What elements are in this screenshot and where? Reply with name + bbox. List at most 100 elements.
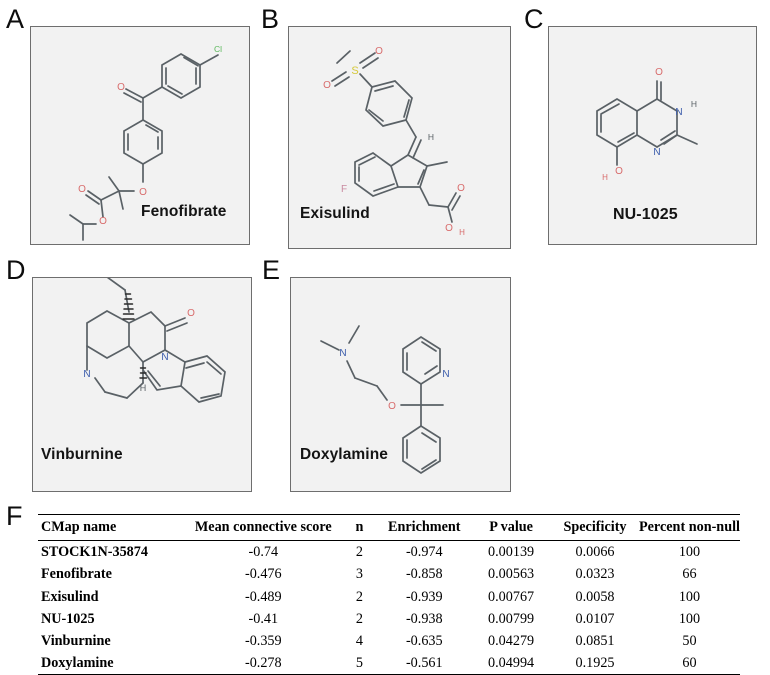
oxygen-atom-label: O <box>615 166 623 177</box>
table-header: CMap name Mean connective score n Enrich… <box>38 514 740 541</box>
cell-percent-non-null: 100 <box>678 588 701 605</box>
cell-cmap-name: NU-1025 <box>41 610 95 627</box>
structure-panel-doxylamine: N O N <box>290 277 511 492</box>
oxygen-atom-label: O <box>445 223 453 234</box>
nitrogen-atom-label: N <box>675 107 682 118</box>
oxygen-atom-label: O <box>457 183 465 194</box>
compound-name-fenofibrate: Fenofibrate <box>141 203 227 220</box>
cell-mean-connective-score: -0.489 <box>244 588 282 605</box>
hydrogen-atom-label: H <box>691 99 697 109</box>
compound-name-nu1025: NU-1025 <box>613 206 678 223</box>
hydrogen-atom-label: H <box>140 383 147 393</box>
nitrogen-atom-label: N <box>442 369 449 380</box>
cell-n: 3 <box>355 566 363 583</box>
structure-panel-nu1025: O N H N O H <box>548 26 757 245</box>
cell-n: 2 <box>355 588 363 605</box>
cell-mean-connective-score: -0.359 <box>244 633 282 650</box>
cell-specificity: 0.0323 <box>575 566 615 583</box>
column-header-n: n <box>355 519 364 535</box>
panel-label-b: B <box>261 4 280 34</box>
cell-enrichment: -0.974 <box>405 544 443 561</box>
table-row: Fenofibrate -0.476 3 -0.858 0.00563 0.03… <box>38 563 740 585</box>
panel-label-a: A <box>6 4 25 34</box>
cell-specificity: 0.0066 <box>575 544 615 561</box>
cell-cmap-name: Fenofibrate <box>41 566 112 583</box>
column-header-p-value: P value <box>489 519 533 535</box>
structure-panel-exisulind: S O O H F O O H <box>288 26 511 249</box>
oxygen-atom-label: O <box>117 82 125 93</box>
cell-p-value: 0.00139 <box>488 544 535 561</box>
cell-p-value: 0.04279 <box>488 633 535 650</box>
column-header-enrichment: Enrichment <box>388 519 461 535</box>
cell-specificity: 0.0851 <box>575 633 615 650</box>
cmap-results-table: CMap name Mean connective score n Enrich… <box>38 514 740 675</box>
cell-percent-non-null: 100 <box>678 544 701 561</box>
oxygen-atom-label: O <box>78 184 86 195</box>
vinburnine-structure-drawing: N N O H <box>83 278 226 403</box>
cell-cmap-name: Exisulind <box>41 588 99 605</box>
panel-label-f: F <box>6 501 23 531</box>
table-body: STOCK1N-35874 -0.74 2 -0.974 0.00139 0.0… <box>38 540 740 675</box>
table-header-row: CMap name Mean connective score n Enrich… <box>38 514 740 541</box>
cell-enrichment: -0.561 <box>405 655 443 672</box>
oxygen-atom-label: O <box>139 187 147 198</box>
fluorine-atom-label: F <box>341 184 347 195</box>
oxygen-atom-label: O <box>187 308 195 319</box>
cell-mean-connective-score: -0.278 <box>244 655 282 672</box>
compound-name-exisulind: Exisulind <box>300 205 370 222</box>
cell-cmap-name: Vinburnine <box>41 633 111 650</box>
cell-n: 2 <box>355 544 363 561</box>
nu1025-structure-drawing: O N H N O H <box>596 67 698 182</box>
hydrogen-atom-label: H <box>602 173 608 182</box>
cell-p-value: 0.00799 <box>488 610 535 627</box>
hydrogen-atom-label: H <box>459 228 465 237</box>
column-header-mean-connective-score: Mean connective score <box>194 519 332 535</box>
cell-specificity: 0.0058 <box>575 588 615 605</box>
cell-specificity: 0.0107 <box>575 610 615 627</box>
oxygen-atom-label: O <box>323 80 331 91</box>
hydrogen-atom-label: H <box>428 132 434 142</box>
sulfur-atom-label: S <box>351 65 358 77</box>
cell-percent-non-null: 100 <box>678 610 701 627</box>
structure-panel-vinburnine: N N O H <box>32 277 252 492</box>
structure-panel-fenofibrate: Cl O O O O <box>30 26 250 245</box>
table-row: Doxylamine -0.278 5 -0.561 0.04994 0.192… <box>38 652 740 675</box>
cell-percent-non-null: 66 <box>682 566 697 583</box>
cell-specificity: 0.1925 <box>575 655 615 672</box>
nitrogen-atom-label: N <box>83 369 90 380</box>
table-row: STOCK1N-35874 -0.74 2 -0.974 0.00139 0.0… <box>38 540 740 564</box>
cell-mean-connective-score: -0.41 <box>248 610 279 627</box>
table-row: Exisulind -0.489 2 -0.939 0.00767 0.0058… <box>38 586 740 608</box>
panel-label-d: D <box>6 255 26 285</box>
oxygen-atom-label: O <box>655 67 663 78</box>
cell-enrichment: -0.938 <box>405 610 443 627</box>
exisulind-structure-drawing: S O O H F O O H <box>323 46 465 237</box>
oxygen-atom-label: O <box>99 216 107 227</box>
cell-enrichment: -0.939 <box>405 588 443 605</box>
column-header-specificity: Specificity <box>563 519 627 535</box>
doxylamine-structure-drawing: N O N <box>320 325 450 475</box>
cell-p-value: 0.00767 <box>488 588 535 605</box>
cell-mean-connective-score: -0.476 <box>244 566 282 583</box>
table-row: Vinburnine -0.359 4 -0.635 0.04279 0.085… <box>38 630 740 652</box>
panel-label-e: E <box>262 255 281 285</box>
cell-cmap-name: Doxylamine <box>41 655 114 672</box>
compound-name-vinburnine: Vinburnine <box>41 446 123 463</box>
nitrogen-atom-label: N <box>653 147 660 158</box>
cell-cmap-name: STOCK1N-35874 <box>41 544 148 561</box>
cell-mean-connective-score: -0.74 <box>248 544 279 561</box>
table-row: NU-1025 -0.41 2 -0.938 0.00799 0.0107 10… <box>38 608 740 630</box>
fenofibrate-structure-drawing: Cl O O O O <box>69 44 222 241</box>
cell-n: 5 <box>355 655 363 672</box>
cell-p-value: 0.04994 <box>488 655 535 672</box>
cell-p-value: 0.00563 <box>488 566 535 583</box>
cell-percent-non-null: 60 <box>682 655 697 672</box>
cmap-results-table-wrapper: CMap name Mean connective score n Enrich… <box>38 514 740 675</box>
cell-n: 4 <box>355 633 363 650</box>
oxygen-atom-label: O <box>388 401 396 412</box>
oxygen-atom-label: O <box>375 46 383 57</box>
panel-label-c: C <box>524 4 544 34</box>
cell-enrichment: -0.858 <box>405 566 443 583</box>
nitrogen-atom-label: N <box>161 352 168 363</box>
cell-percent-non-null: 50 <box>682 633 697 650</box>
